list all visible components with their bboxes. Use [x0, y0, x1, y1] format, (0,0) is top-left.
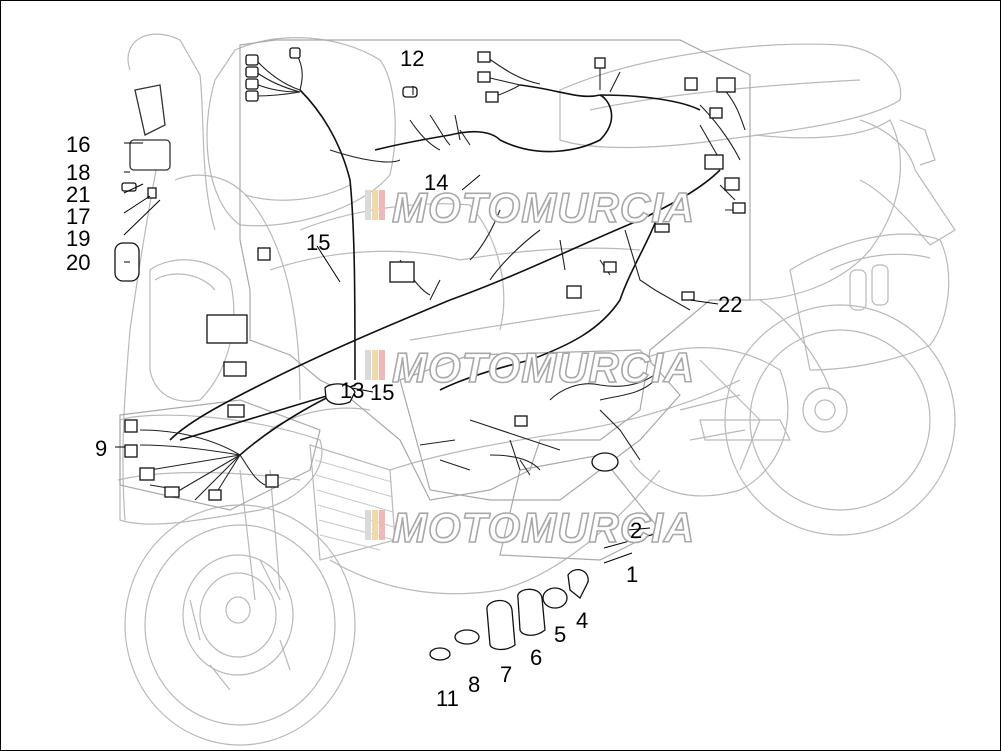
leader-lines	[115, 86, 719, 564]
watermark-logo: MOTOMURCIA	[365, 343, 695, 392]
callout-2: 2	[630, 518, 642, 543]
callout-16: 16	[66, 132, 90, 157]
watermark-text: MOTOMURCIA	[392, 184, 695, 231]
watermark-text: MOTOMURCIA	[392, 344, 695, 391]
callout-8: 8	[468, 672, 480, 697]
watermark-logo: MOTOMURCIA	[365, 503, 695, 552]
callout-22: 22	[718, 292, 742, 317]
watermark-text: MOTOMURCIA	[392, 504, 695, 551]
watermark-logo: MOTOMURCIA	[365, 183, 695, 232]
callout-4: 4	[576, 608, 588, 633]
callout-11: 11	[436, 686, 459, 711]
group-frames	[119, 39, 751, 561]
wiring-harness	[139, 54, 746, 501]
callout-21: 21	[66, 182, 90, 207]
callout-13: 13	[340, 378, 364, 403]
callout-17: 17	[66, 204, 90, 229]
callout-12: 12	[400, 46, 424, 71]
watermarks: MOTOMURCIA MOTOMURCIA MOTOMURCIA	[365, 183, 695, 552]
callout-15-lower: 15	[370, 380, 394, 405]
callout-7: 7	[500, 662, 512, 687]
connectors	[114, 47, 746, 501]
callout-19: 19	[66, 226, 90, 251]
callout-14: 14	[424, 170, 448, 195]
small-parts-clips	[324, 383, 619, 661]
callout-6: 6	[530, 645, 542, 670]
callout-15-upper: 15	[306, 230, 330, 255]
callout-5: 5	[554, 622, 566, 647]
callout-1: 1	[626, 562, 638, 587]
callout-labels: 12 16 18 21 17 19 20 14 15 15 13 22 9 2 …	[66, 46, 742, 711]
callout-18: 18	[66, 160, 90, 185]
callout-20: 20	[66, 250, 90, 275]
callout-9: 9	[95, 436, 107, 461]
